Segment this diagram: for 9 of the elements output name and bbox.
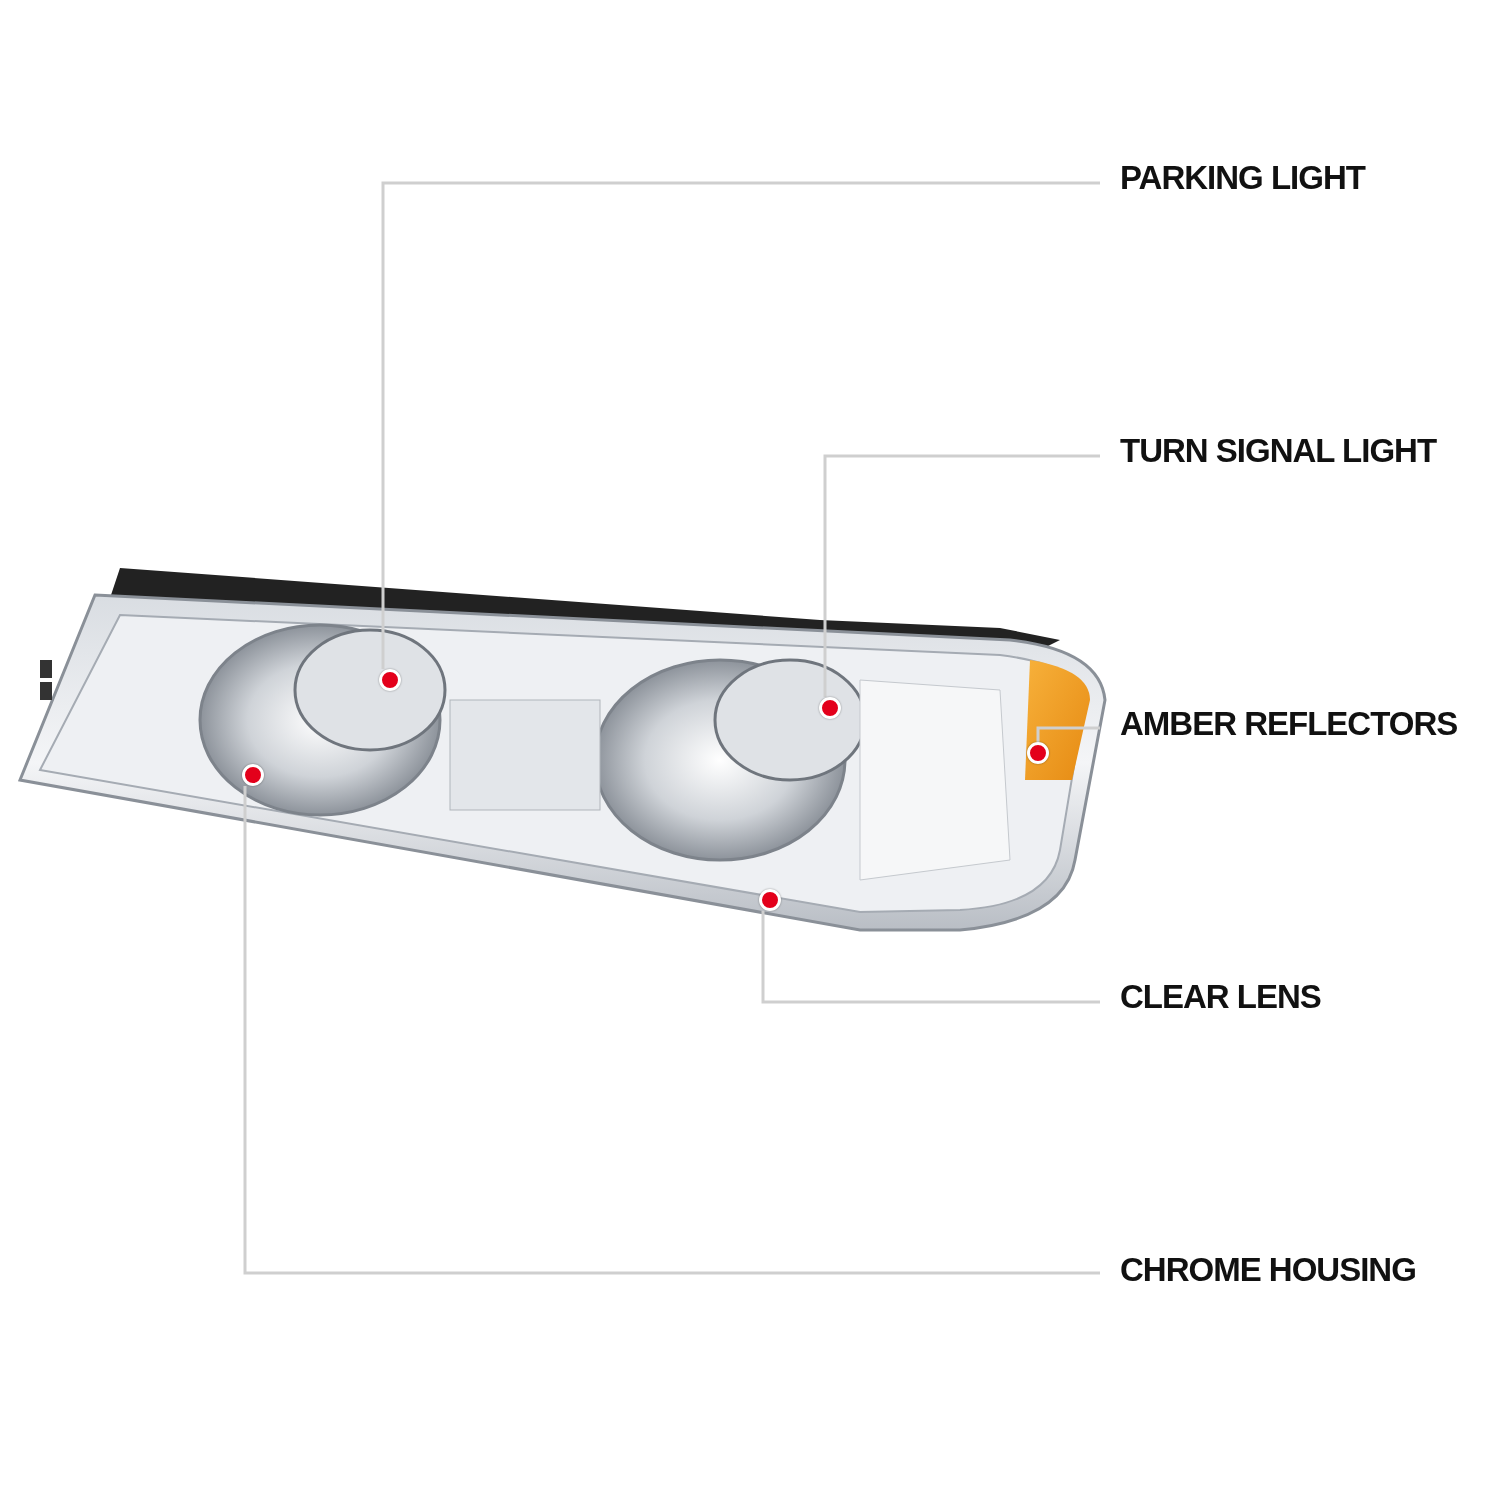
- callout-label: PARKING LIGHT: [1120, 158, 1365, 198]
- leader-line: [761, 911, 1100, 1004]
- callout-label: CHROME HOUSING: [1120, 1250, 1416, 1290]
- callout-label: AMBER REFLECTORS: [1120, 704, 1458, 744]
- callout-label: TURN SIGNAL LIGHT: [1120, 431, 1437, 471]
- leader-line: [823, 454, 1100, 697]
- leader-line: [243, 786, 1100, 1275]
- callout-label: CLEAR LENS: [1120, 977, 1321, 1017]
- leader-line: [381, 181, 1100, 669]
